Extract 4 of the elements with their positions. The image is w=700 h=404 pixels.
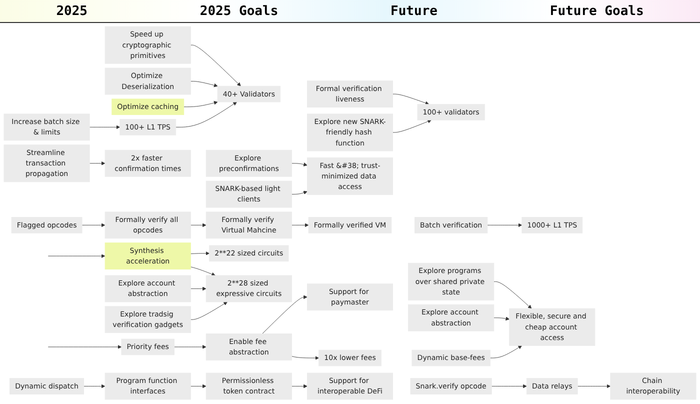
column-heading: Future Goals xyxy=(550,4,644,18)
column-heading: 2025 xyxy=(56,4,88,18)
column-heading: Future xyxy=(390,4,438,18)
column-heading: 2025 Goals xyxy=(200,4,278,18)
